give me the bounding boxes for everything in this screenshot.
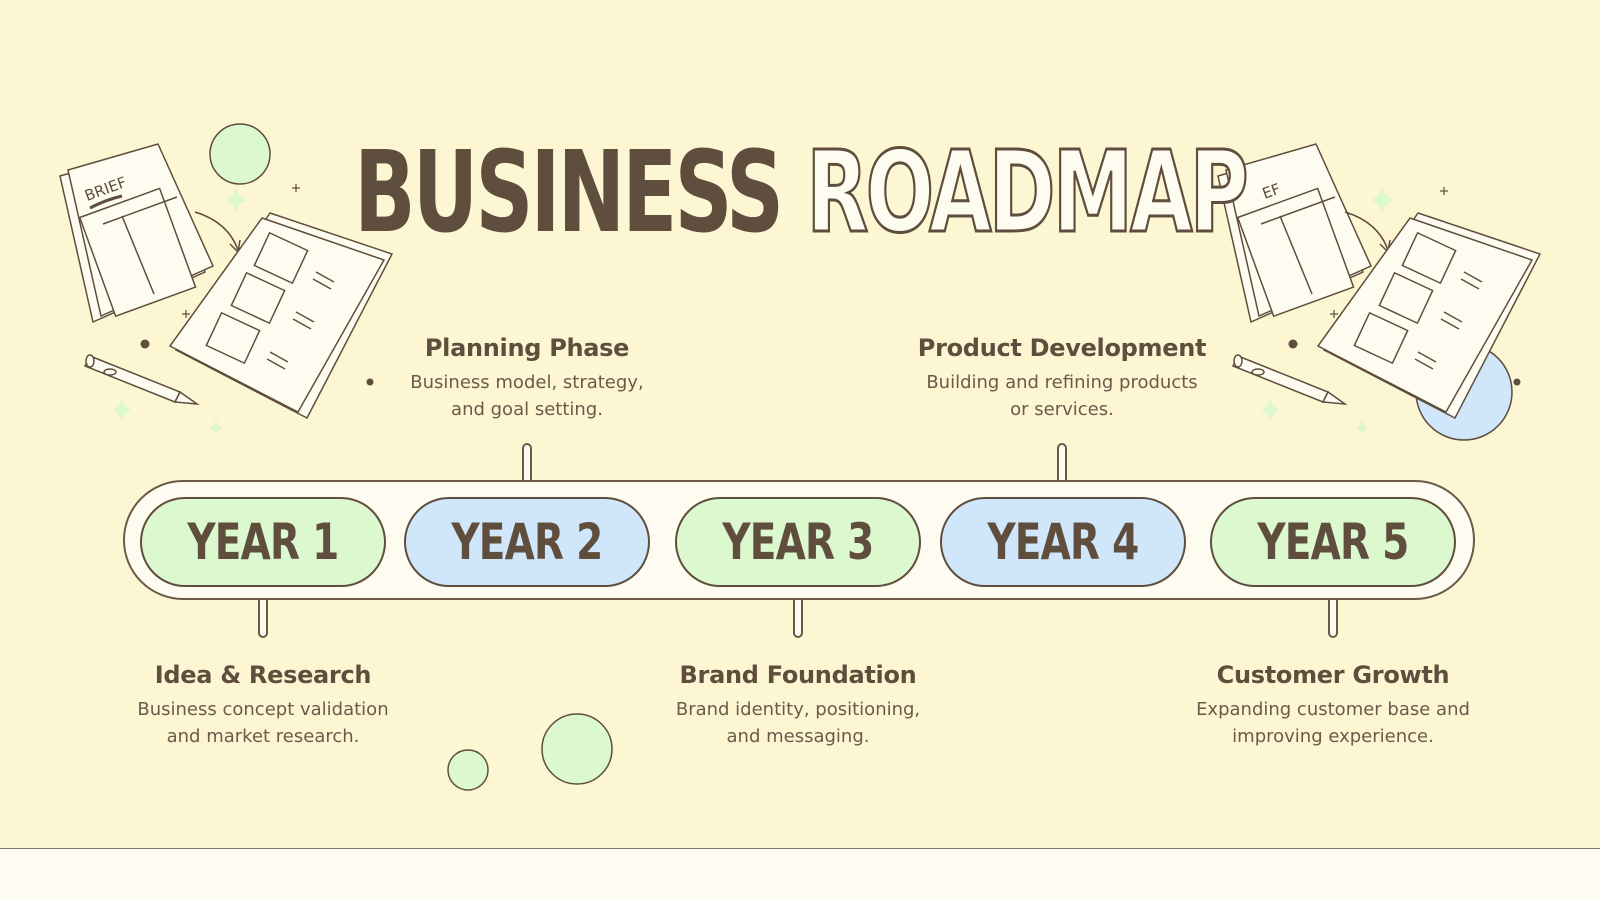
sparkle-decor-right	[1260, 186, 1394, 436]
year-3-label: YEAR 3	[722, 513, 874, 571]
year-5-label: YEAR 5	[1257, 513, 1409, 571]
wireframe-document-icon-right	[1316, 212, 1542, 420]
milestone-brand-foundation: Brand Foundation Brand identity, positio…	[638, 658, 958, 750]
milestone-description: Business model, strategy,and goal settin…	[410, 372, 644, 420]
pencil-icon	[83, 354, 200, 406]
plus-decor-right	[1330, 187, 1448, 318]
milestone-title: Idea & Research	[154, 661, 372, 689]
year-1-pill: YEAR 1	[140, 497, 386, 587]
year-1-label: YEAR 1	[187, 513, 339, 571]
dot-decor-right	[1288, 339, 1521, 386]
milestone-planning-phase: Planning Phase Business model, strategy,…	[367, 331, 687, 423]
brief-document-icon: BRIEF	[59, 143, 214, 324]
green-circle-decor	[209, 123, 271, 185]
milestone-product-development: Product Development Building and refinin…	[902, 331, 1222, 423]
plus-decor	[182, 184, 300, 318]
bottom-strip	[0, 848, 1600, 901]
dot-decor	[140, 339, 374, 386]
milestone-title: Brand Foundation	[679, 661, 917, 689]
title-word-business: BUSINESS	[354, 128, 784, 258]
pencil-icon-right	[1231, 354, 1348, 406]
sparkle-decor	[112, 186, 248, 436]
year-5-pill: YEAR 5	[1210, 497, 1456, 587]
milestone-idea-research: Idea & Research Business concept validat…	[103, 658, 423, 750]
milestone-description: Brand identity, positioning,and messagin…	[675, 699, 921, 747]
page-title: BUSINESS ROADMAP	[224, 127, 1376, 260]
year-4-pill: YEAR 4	[940, 497, 1186, 587]
milestone-title: Customer Growth	[1216, 661, 1450, 689]
brief-label-partial: EF	[1260, 180, 1283, 203]
green-circle-decor-bottom	[447, 713, 613, 791]
milestone-title: Product Development	[917, 334, 1207, 362]
milestone-customer-growth: Customer Growth Expanding customer base …	[1173, 658, 1493, 750]
year-2-label: YEAR 2	[451, 513, 603, 571]
milestone-title: Planning Phase	[424, 334, 630, 362]
title-word-roadmap: ROADMAP	[805, 127, 1249, 260]
brief-document-icon-right: EF	[1217, 143, 1372, 324]
wireframe-document-icon	[168, 212, 394, 420]
year-3-pill: YEAR 3	[675, 497, 921, 587]
roadmap-slide: BRIEF	[59, 123, 1542, 791]
year-2-pill: YEAR 2	[404, 497, 650, 587]
decorations: BRIEF	[59, 123, 1542, 791]
year-4-label: YEAR 4	[987, 513, 1139, 571]
